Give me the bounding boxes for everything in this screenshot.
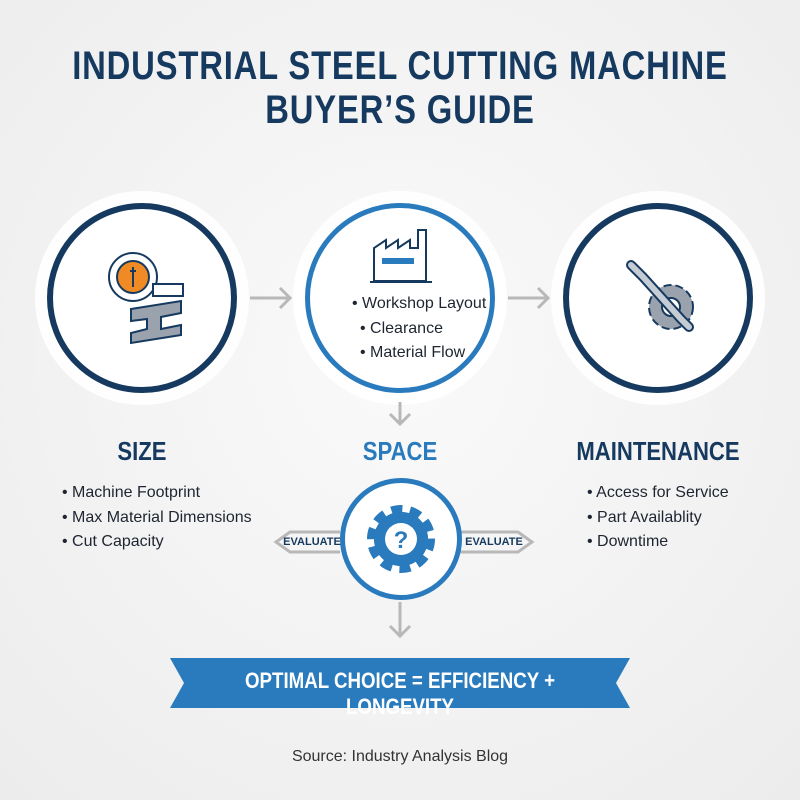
- svg-text:?: ?: [394, 527, 409, 554]
- list-item: Downtime: [587, 530, 729, 555]
- evaluate-tag-left: EVALUATE: [283, 536, 341, 548]
- banner-text: OPTIMAL CHOICE = EFFICIENCY + LONGEVITY: [245, 668, 555, 719]
- evaluate-circle: ?: [340, 478, 462, 600]
- size-heading: SIZE: [117, 436, 167, 466]
- title-line-2: BUYER’S GUIDE: [265, 88, 535, 132]
- list-item: Max Material Dimensions: [62, 506, 252, 531]
- source-text: Source: Industry Analysis Blog: [291, 748, 509, 765]
- factory-icon: [370, 229, 432, 283]
- space-circle: Workshop Layout Clearance Material Flow: [305, 203, 495, 393]
- maintenance-list: Access for Service Part Availablity Down…: [587, 481, 729, 555]
- wrench-gear-icon: [626, 260, 694, 332]
- list-item: Workshop Layout: [352, 292, 486, 317]
- evaluate-tag-right: EVALUATE: [465, 536, 523, 548]
- list-item: Access for Service: [587, 481, 728, 506]
- list-item: Part Availablity: [587, 506, 729, 531]
- title-line-1: INDUSTRIAL STEEL CUTTING MACHINE: [72, 44, 728, 88]
- list-item: Clearance: [352, 317, 486, 342]
- space-circle-list: Workshop Layout Clearance Material Flow: [352, 292, 486, 366]
- list-item: Material Flow: [352, 341, 486, 366]
- size-circle: [47, 203, 237, 393]
- size-list: Machine Footprint Max Material Dimension…: [62, 481, 252, 555]
- tape-measure-steel-beam-icon: [108, 252, 184, 345]
- maintenance-heading: MAINTENANCE: [576, 436, 740, 466]
- space-heading: SPACE: [362, 436, 438, 466]
- list-item: Cut Capacity: [62, 530, 252, 555]
- maintenance-circle: [563, 203, 753, 393]
- gear-question-icon: ?: [367, 505, 435, 573]
- banner-ribbon: [170, 658, 630, 708]
- list-item: Machine Footprint: [62, 481, 252, 506]
